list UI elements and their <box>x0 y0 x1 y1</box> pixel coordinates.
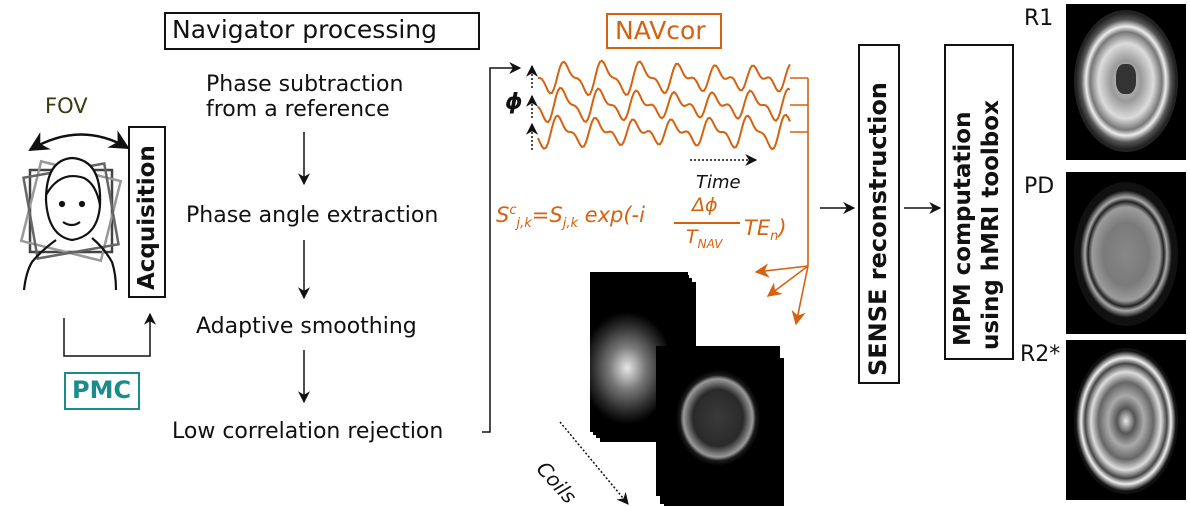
nav-step-4: Low correlation rejection <box>172 419 444 444</box>
brain-map-r2star <box>1066 340 1186 500</box>
fov-label: FOV <box>45 94 88 118</box>
pmc-label: PMC <box>72 376 132 404</box>
mpm-label-line1: MPM computation <box>950 111 976 346</box>
acquisition-box <box>128 126 166 298</box>
bracket-to-navcor <box>482 62 522 433</box>
sense-box <box>858 44 900 384</box>
navigator-title: Navigator processing <box>172 15 438 44</box>
formula-te: TEn) <box>744 216 787 245</box>
formula-denominator: TNAV <box>686 226 723 251</box>
nav-step-3: Adaptive smoothing <box>196 314 417 339</box>
mpm-box <box>944 44 1014 360</box>
navcor-title: NAVcor <box>615 16 706 45</box>
time-label: Time <box>696 172 741 193</box>
face-icon <box>22 156 118 291</box>
navcor-comb <box>754 77 809 326</box>
navigator-waveform-2 <box>537 86 791 124</box>
pmc-box <box>64 372 140 410</box>
coil-image-2 <box>656 346 780 496</box>
map-label-r2star: R2* <box>1020 342 1061 367</box>
acquisition-label: Acquisition <box>134 145 160 290</box>
map-label-pd: PD <box>1024 174 1055 199</box>
sense-label: SENSE reconstruction <box>864 82 892 376</box>
navigator-waveform-3 <box>537 113 791 151</box>
phi-label: ϕ <box>505 90 523 115</box>
brain-map-r1 <box>1066 4 1186 160</box>
map-label-r1: R1 <box>1024 6 1054 31</box>
formula-numerator: Δϕ <box>692 194 718 216</box>
coil-image-stack <box>590 272 790 506</box>
navigator-waveforms <box>537 59 791 151</box>
fov-arrow <box>28 130 130 152</box>
navcor-title-box <box>606 13 722 49</box>
pmc-loop <box>63 312 156 357</box>
nav-step-1: Phase subtraction from a reference <box>206 72 404 123</box>
navigator-waveform-1 <box>538 59 791 97</box>
navcor-formula: Scj,k=Sj,k exp(-i <box>496 203 645 232</box>
navigator-title-box <box>164 12 480 50</box>
brain-map-pd <box>1066 172 1186 334</box>
fraction-bar <box>674 222 740 224</box>
mpm-label-line2: using hMRI toolbox <box>978 100 1004 350</box>
nav-step-2: Phase angle extraction <box>186 203 439 228</box>
